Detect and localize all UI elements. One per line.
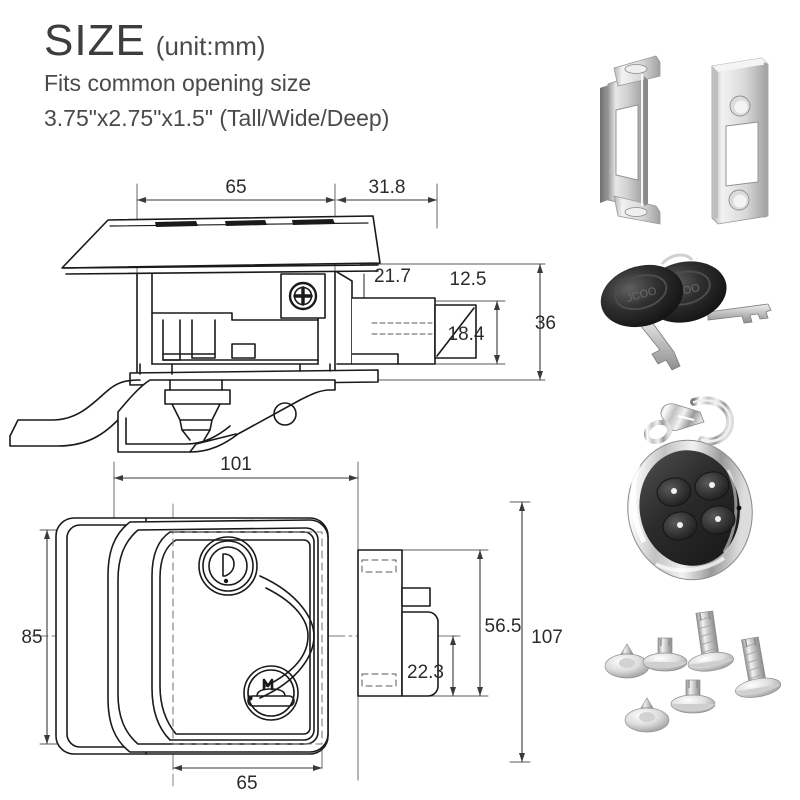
- fob-keyring-clip-icon: [643, 396, 735, 446]
- fob-buttons: [656, 471, 736, 541]
- fob-button-1: [656, 477, 692, 507]
- screw-short-3: [670, 679, 716, 714]
- page-title: SIZE: [44, 16, 146, 65]
- dim-body-width: 65: [225, 177, 246, 198]
- keys-photo: JCOO JCOO: [600, 248, 785, 373]
- side-view-drawing: 65 31.8 21.7 12.5 18.4 36: [0, 168, 560, 468]
- dim-plate-width: 65: [236, 773, 257, 794]
- strike-plate-flat-icon: [711, 57, 769, 225]
- dim-bolt-offset: 22.3: [407, 662, 444, 683]
- fob-body-icon: [627, 439, 753, 581]
- dim-latch-center-offset: 21.7: [374, 266, 411, 287]
- dim-latch-height: 18.4: [448, 324, 485, 345]
- screw-short-4: [624, 697, 670, 733]
- dim-total-depth: 36: [535, 313, 556, 334]
- remote-fob-photo: [608, 392, 778, 582]
- fob-button-4: [700, 505, 736, 535]
- dim-plate-height: 85: [21, 627, 42, 648]
- screw-long-2: [735, 636, 782, 698]
- front-view-drawing: 101 85 65 56.5 22.3 107: [10, 448, 570, 796]
- opening-size-line-1: Fits common opening size: [44, 70, 312, 97]
- dim-overall-width: 101: [220, 454, 252, 475]
- strike-plates-photo: [578, 48, 794, 228]
- screw-short-2: [642, 637, 688, 672]
- unit-note: (unit:mm): [155, 31, 266, 61]
- key-front-icon: JCOO: [600, 264, 684, 371]
- fob-button-3: [662, 511, 698, 541]
- fob-button-2: [694, 471, 730, 501]
- dim-upper-plate-height: 12.5: [450, 269, 487, 290]
- page-heading: SIZE (unit:mm) Fits common opening size …: [44, 16, 514, 134]
- dim-overall-height: 107: [531, 627, 563, 648]
- strike-plate-bent-icon: [600, 55, 661, 225]
- dim-latch-projection: 31.8: [369, 177, 406, 198]
- title-row: SIZE (unit:mm): [44, 16, 514, 65]
- dim-bolt-span: 56.5: [485, 616, 522, 637]
- mounting-screws-photo: [588, 604, 793, 759]
- opening-size-line-2: 3.75"x2.75"x1.5" (Tall/Wide/Deep): [44, 105, 390, 132]
- screw-long-1: [687, 610, 734, 672]
- screw-short-1: [604, 643, 650, 679]
